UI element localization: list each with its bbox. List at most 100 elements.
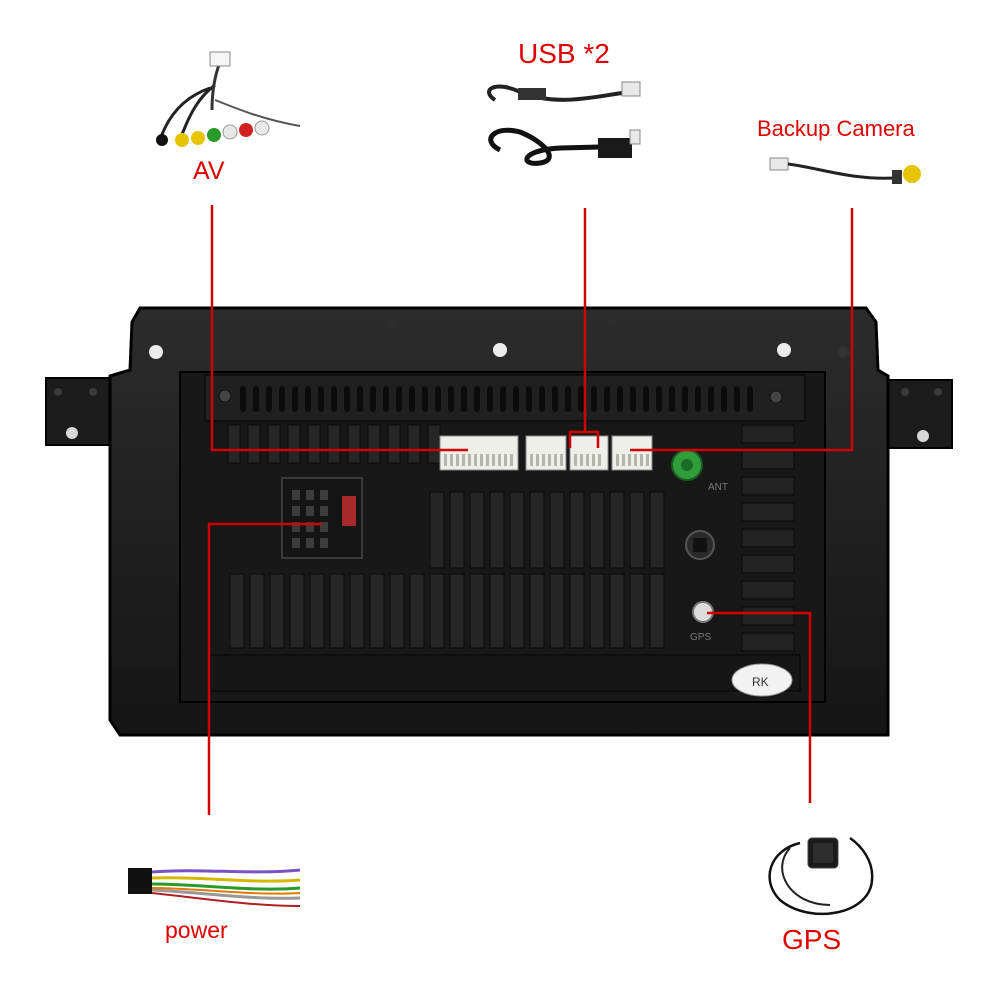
vent-slot: [292, 386, 298, 412]
fin: [589, 573, 605, 649]
vent-slot: [370, 386, 376, 412]
fin: [569, 573, 585, 649]
vent-slot: [383, 386, 389, 412]
callout-lines: [207, 205, 854, 815]
fin: [741, 528, 795, 548]
fin: [367, 424, 381, 464]
fin: [249, 573, 265, 649]
fin: [309, 573, 325, 649]
fin: [387, 424, 401, 464]
fin: [229, 573, 245, 649]
vent-slots-top: [240, 386, 753, 412]
connector-pin: [634, 454, 637, 466]
fin: [741, 606, 795, 626]
fin: [609, 491, 625, 569]
connector-pin: [492, 454, 495, 466]
connector-pin: [640, 454, 643, 466]
fin: [327, 424, 341, 464]
fuse: [342, 496, 356, 526]
vent-slot: [669, 386, 675, 412]
fin: [741, 424, 795, 444]
fin: [349, 573, 365, 649]
vent-slot: [591, 386, 597, 412]
av-callout-line: [210, 205, 468, 452]
fin: [549, 573, 565, 649]
av-label: AV: [193, 157, 225, 185]
vent-slot: [266, 386, 272, 412]
backup-camera-label: Backup Camera: [757, 116, 915, 141]
fin: [509, 491, 525, 569]
connector-pin: [480, 454, 483, 466]
sticker-mark: RK: [752, 675, 769, 689]
gps-label: GPS: [782, 924, 842, 955]
vent-slot: [656, 386, 662, 412]
connector-pin: [598, 454, 601, 466]
fin: [489, 491, 505, 569]
vent-slot: [734, 386, 740, 412]
fin: [329, 573, 345, 649]
vent-slot: [617, 386, 623, 412]
connector-pin: [474, 454, 477, 466]
connector-pin: [646, 454, 649, 466]
power-callout-line: [207, 522, 322, 815]
vent-slot: [422, 386, 428, 412]
fin: [549, 491, 565, 569]
head-unit: ANT GPS RK: [45, 306, 953, 737]
fin: [289, 573, 305, 649]
fin: [269, 573, 285, 649]
fin: [429, 491, 445, 569]
connector-pin: [444, 454, 447, 466]
vent-slot: [253, 386, 259, 412]
socket-pin: [292, 506, 300, 516]
vent-slot: [435, 386, 441, 412]
vent-slot: [461, 386, 467, 412]
fin: [409, 573, 425, 649]
connector-pin: [554, 454, 557, 466]
usb-cable-image-1: [487, 81, 641, 102]
fin: [629, 573, 645, 649]
vent-slot: [643, 386, 649, 412]
left-bracket: [45, 377, 113, 446]
fin: [287, 424, 301, 464]
fin: [449, 573, 465, 649]
usb-callout-bracket: [568, 430, 600, 448]
fin: [369, 573, 385, 649]
connector-pin: [560, 454, 563, 466]
connector-pin: [504, 454, 507, 466]
fin: [347, 424, 361, 464]
connector-pin: [542, 454, 545, 466]
connector-pin: [486, 454, 489, 466]
socket-pin: [320, 506, 328, 516]
fin: [741, 580, 795, 600]
socket-pin: [306, 506, 314, 516]
vent-slot: [682, 386, 688, 412]
fin: [449, 491, 465, 569]
connector-pin: [530, 454, 533, 466]
vent-slot: [448, 386, 454, 412]
socket-pin: [320, 538, 328, 548]
fin: [741, 450, 795, 470]
vent-slot: [279, 386, 285, 412]
rk-sticker: [731, 663, 793, 697]
fin: [741, 554, 795, 574]
vent-slot: [305, 386, 311, 412]
power-harness-image: [128, 868, 301, 907]
socket-pin: [292, 538, 300, 548]
fin: [509, 573, 525, 649]
mount-hole: [149, 345, 163, 359]
fin: [741, 502, 795, 522]
vent-slot: [240, 386, 246, 412]
fin: [469, 491, 485, 569]
connector-pin: [574, 454, 577, 466]
fin: [589, 491, 605, 569]
vent-slot: [721, 386, 727, 412]
connector-pin: [536, 454, 539, 466]
vent-slot: [604, 386, 610, 412]
fin: [741, 476, 795, 496]
gps-callout-line: [707, 611, 812, 803]
vent-slot: [487, 386, 493, 412]
fin: [649, 491, 665, 569]
connector-pin: [510, 454, 513, 466]
gps-port-mark: GPS: [690, 632, 711, 643]
